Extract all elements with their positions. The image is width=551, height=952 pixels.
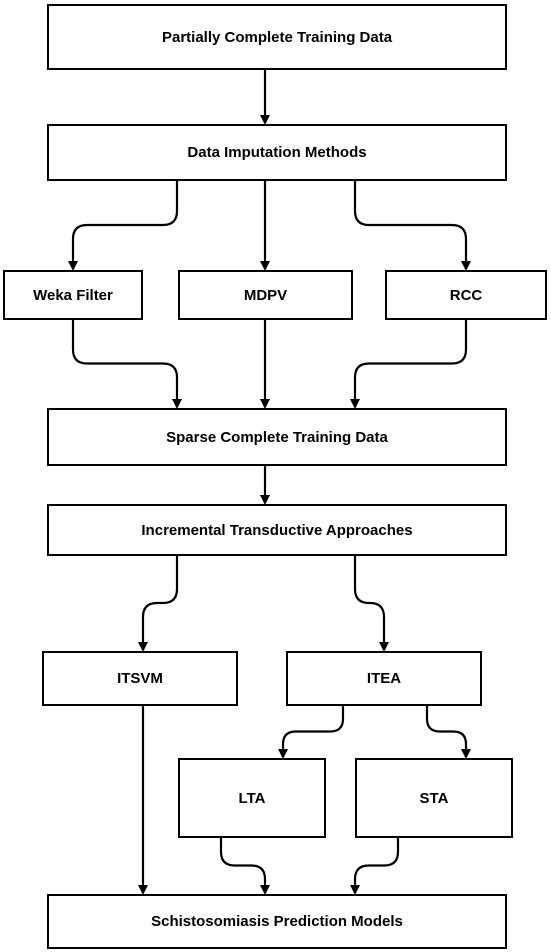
node-weka-filter: Weka Filter [3,270,143,320]
node-lta: LTA [178,758,326,838]
arrow-itea-to-lta [278,706,345,759]
arrow-sta-to-prediction [350,838,400,895]
arrow-weka-to-sparse-complete [71,320,182,409]
node-mdpv: MDPV [178,270,353,320]
arrow-rcc-to-sparse-complete [350,320,468,409]
arrow-imputation-to-weka [68,181,179,271]
arrow-imputation-to-rcc [353,181,471,271]
node-schistosomiasis-prediction-models: Schistosomiasis Prediction Models [47,894,507,949]
node-rcc: RCC [385,270,547,320]
arrow-incremental-to-itea [353,556,389,652]
node-sparse-complete-training-data: Sparse Complete Training Data [47,408,507,466]
arrow-lta-to-prediction [219,838,270,895]
node-itsvm: ITSVM [42,651,238,706]
node-data-imputation-methods: Data Imputation Methods [47,124,507,181]
arrow-itea-to-sta [425,706,471,759]
node-itea: ITEA [286,651,482,706]
node-incremental-transductive-approaches: Incremental Transductive Approaches [47,504,507,556]
node-sta: STA [355,758,513,838]
node-partially-complete-training-data: Partially Complete Training Data [47,4,507,70]
arrow-incremental-to-itsvm [138,556,179,652]
